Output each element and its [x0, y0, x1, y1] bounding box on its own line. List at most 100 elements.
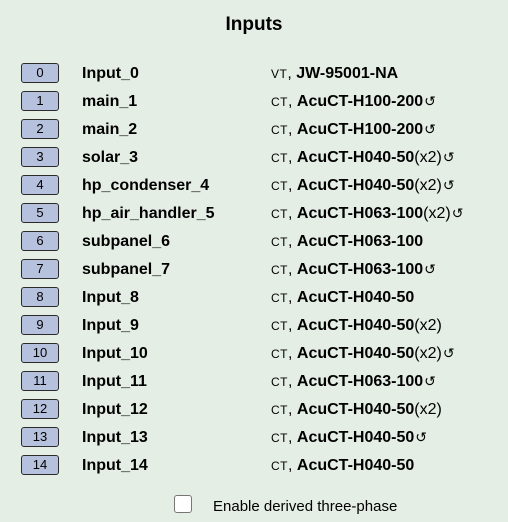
derived-three-phase-checkbox[interactable] [174, 495, 192, 513]
sensor-info: CT, AcuCT-H063-100(x2)↺ [271, 205, 463, 223]
sensor-type: CT [271, 459, 288, 473]
sensor-type: CT [271, 263, 288, 277]
sensor-model: AcuCT-H040-50 [296, 345, 415, 362]
input-row: 11 Input_11 CT, AcuCT-H063-100↺ [0, 369, 508, 397]
sensor-separator: , [288, 205, 297, 222]
input-index-button[interactable]: 11 [21, 371, 59, 391]
sensor-info: CT, AcuCT-H063-100↺ [271, 261, 436, 279]
sensor-separator: , [288, 401, 297, 418]
reverse-icon: ↺ [442, 345, 455, 361]
input-name: Input_13 [82, 429, 148, 446]
input-name: solar_3 [82, 149, 139, 166]
input-row: 9 Input_9 CT, AcuCT-H040-50(x2) [0, 313, 508, 341]
sensor-info: VT, JW-95001-NA [271, 65, 398, 83]
sensor-separator: , [288, 345, 297, 362]
sensor-info: CT, AcuCT-H040-50 [271, 289, 414, 307]
sensor-separator: , [288, 177, 297, 194]
input-name: Input_11 [82, 373, 147, 390]
input-name: main_2 [82, 121, 138, 138]
sensor-info: CT, AcuCT-H063-100↺ [271, 373, 436, 391]
sensor-model: AcuCT-H100-200 [296, 93, 424, 110]
input-index-button[interactable]: 2 [21, 119, 59, 139]
input-index-button[interactable]: 1 [21, 91, 59, 111]
input-index-button[interactable]: 5 [21, 203, 59, 223]
sensor-model: AcuCT-H040-50 [296, 429, 415, 446]
input-index-button[interactable]: 10 [21, 343, 59, 363]
input-row: 7 subpanel_7 CT, AcuCT-H063-100↺ [0, 257, 508, 285]
reverse-icon: ↺ [415, 429, 427, 445]
sensor-type: CT [271, 291, 288, 305]
input-name: Input_12 [82, 401, 148, 418]
sensor-model: AcuCT-H040-50 [296, 457, 415, 474]
input-name: Input_9 [82, 317, 139, 334]
input-index-button[interactable]: 9 [21, 315, 59, 335]
input-name: Input_14 [82, 457, 148, 474]
sensor-type: VT [271, 67, 288, 81]
sensor-separator: , [288, 261, 297, 278]
sensor-info: CT, AcuCT-H040-50 [271, 457, 414, 475]
sensor-separator: , [288, 149, 297, 166]
input-name: Input_10 [82, 345, 148, 362]
input-name: subpanel_7 [82, 261, 171, 278]
sensor-info: CT, AcuCT-H040-50(x2) [271, 317, 442, 335]
input-index-button[interactable]: 8 [21, 287, 59, 307]
sensor-model: AcuCT-H063-100 [296, 261, 424, 278]
input-name: Input_0 [82, 65, 139, 82]
derived-three-phase-label[interactable]: Enable derived three-phase [213, 498, 398, 515]
sensor-multiplier: (x2) [414, 177, 442, 194]
sensor-type: CT [271, 123, 288, 137]
sensor-info: CT, AcuCT-H040-50(x2)↺ [271, 345, 455, 363]
input-index-button[interactable]: 14 [21, 455, 59, 475]
input-name: Input_8 [82, 289, 139, 306]
sensor-multiplier: (x2) [414, 345, 442, 362]
input-index-button[interactable]: 7 [21, 259, 59, 279]
input-name: main_1 [82, 93, 138, 110]
sensor-type: CT [271, 347, 288, 361]
sensor-type: CT [271, 319, 288, 333]
reverse-icon: ↺ [424, 373, 436, 389]
sensor-multiplier: (x2) [414, 149, 442, 166]
input-row: 3 solar_3 CT, AcuCT-H040-50(x2)↺ [0, 145, 508, 173]
sensor-separator: , [287, 65, 297, 82]
sensor-info: CT, AcuCT-H063-100 [271, 233, 423, 251]
sensor-info: CT, AcuCT-H100-200↺ [271, 121, 436, 139]
input-name: hp_condenser_4 [82, 177, 210, 194]
sensor-type: CT [271, 375, 288, 389]
sensor-type: CT [271, 207, 288, 221]
sensor-model: AcuCT-H063-100 [296, 205, 424, 222]
input-name: hp_air_handler_5 [82, 205, 215, 222]
input-row: 8 Input_8 CT, AcuCT-H040-50 [0, 285, 508, 313]
sensor-separator: , [288, 289, 297, 306]
sensor-model: AcuCT-H100-200 [296, 121, 424, 138]
sensor-type: CT [271, 151, 288, 165]
sensor-type: CT [271, 403, 288, 417]
sensor-info: CT, AcuCT-H040-50(x2)↺ [271, 149, 455, 167]
sensor-multiplier: (x2) [414, 317, 442, 334]
sensor-model: AcuCT-H040-50 [296, 317, 415, 334]
input-row: 4 hp_condenser_4 CT, AcuCT-H040-50(x2)↺ [0, 173, 508, 201]
input-index-button[interactable]: 6 [21, 231, 59, 251]
sensor-multiplier: (x2) [414, 401, 442, 418]
sensor-model: AcuCT-H063-100 [296, 373, 424, 390]
input-row: 0 Input_0 VT, JW-95001-NA [0, 61, 508, 89]
input-index-button[interactable]: 0 [21, 63, 59, 83]
input-row: 6 subpanel_6 CT, AcuCT-H063-100 [0, 229, 508, 257]
input-index-button[interactable]: 12 [21, 399, 59, 419]
sensor-type: CT [271, 431, 288, 445]
reverse-icon: ↺ [424, 93, 436, 109]
input-row: 13 Input_13 CT, AcuCT-H040-50↺ [0, 425, 508, 453]
input-index-button[interactable]: 13 [21, 427, 59, 447]
sensor-info: CT, AcuCT-H040-50↺ [271, 429, 427, 447]
sensor-separator: , [288, 457, 297, 474]
sensor-info: CT, AcuCT-H040-50(x2)↺ [271, 177, 455, 195]
input-index-button[interactable]: 4 [21, 175, 59, 195]
sensor-separator: , [288, 121, 297, 138]
input-index-button[interactable]: 3 [21, 147, 59, 167]
input-name: subpanel_6 [82, 233, 171, 250]
sensor-type: CT [271, 179, 288, 193]
sensor-type: CT [271, 235, 288, 249]
sensor-multiplier: (x2) [423, 205, 451, 222]
sensor-model: AcuCT-H040-50 [296, 289, 415, 306]
